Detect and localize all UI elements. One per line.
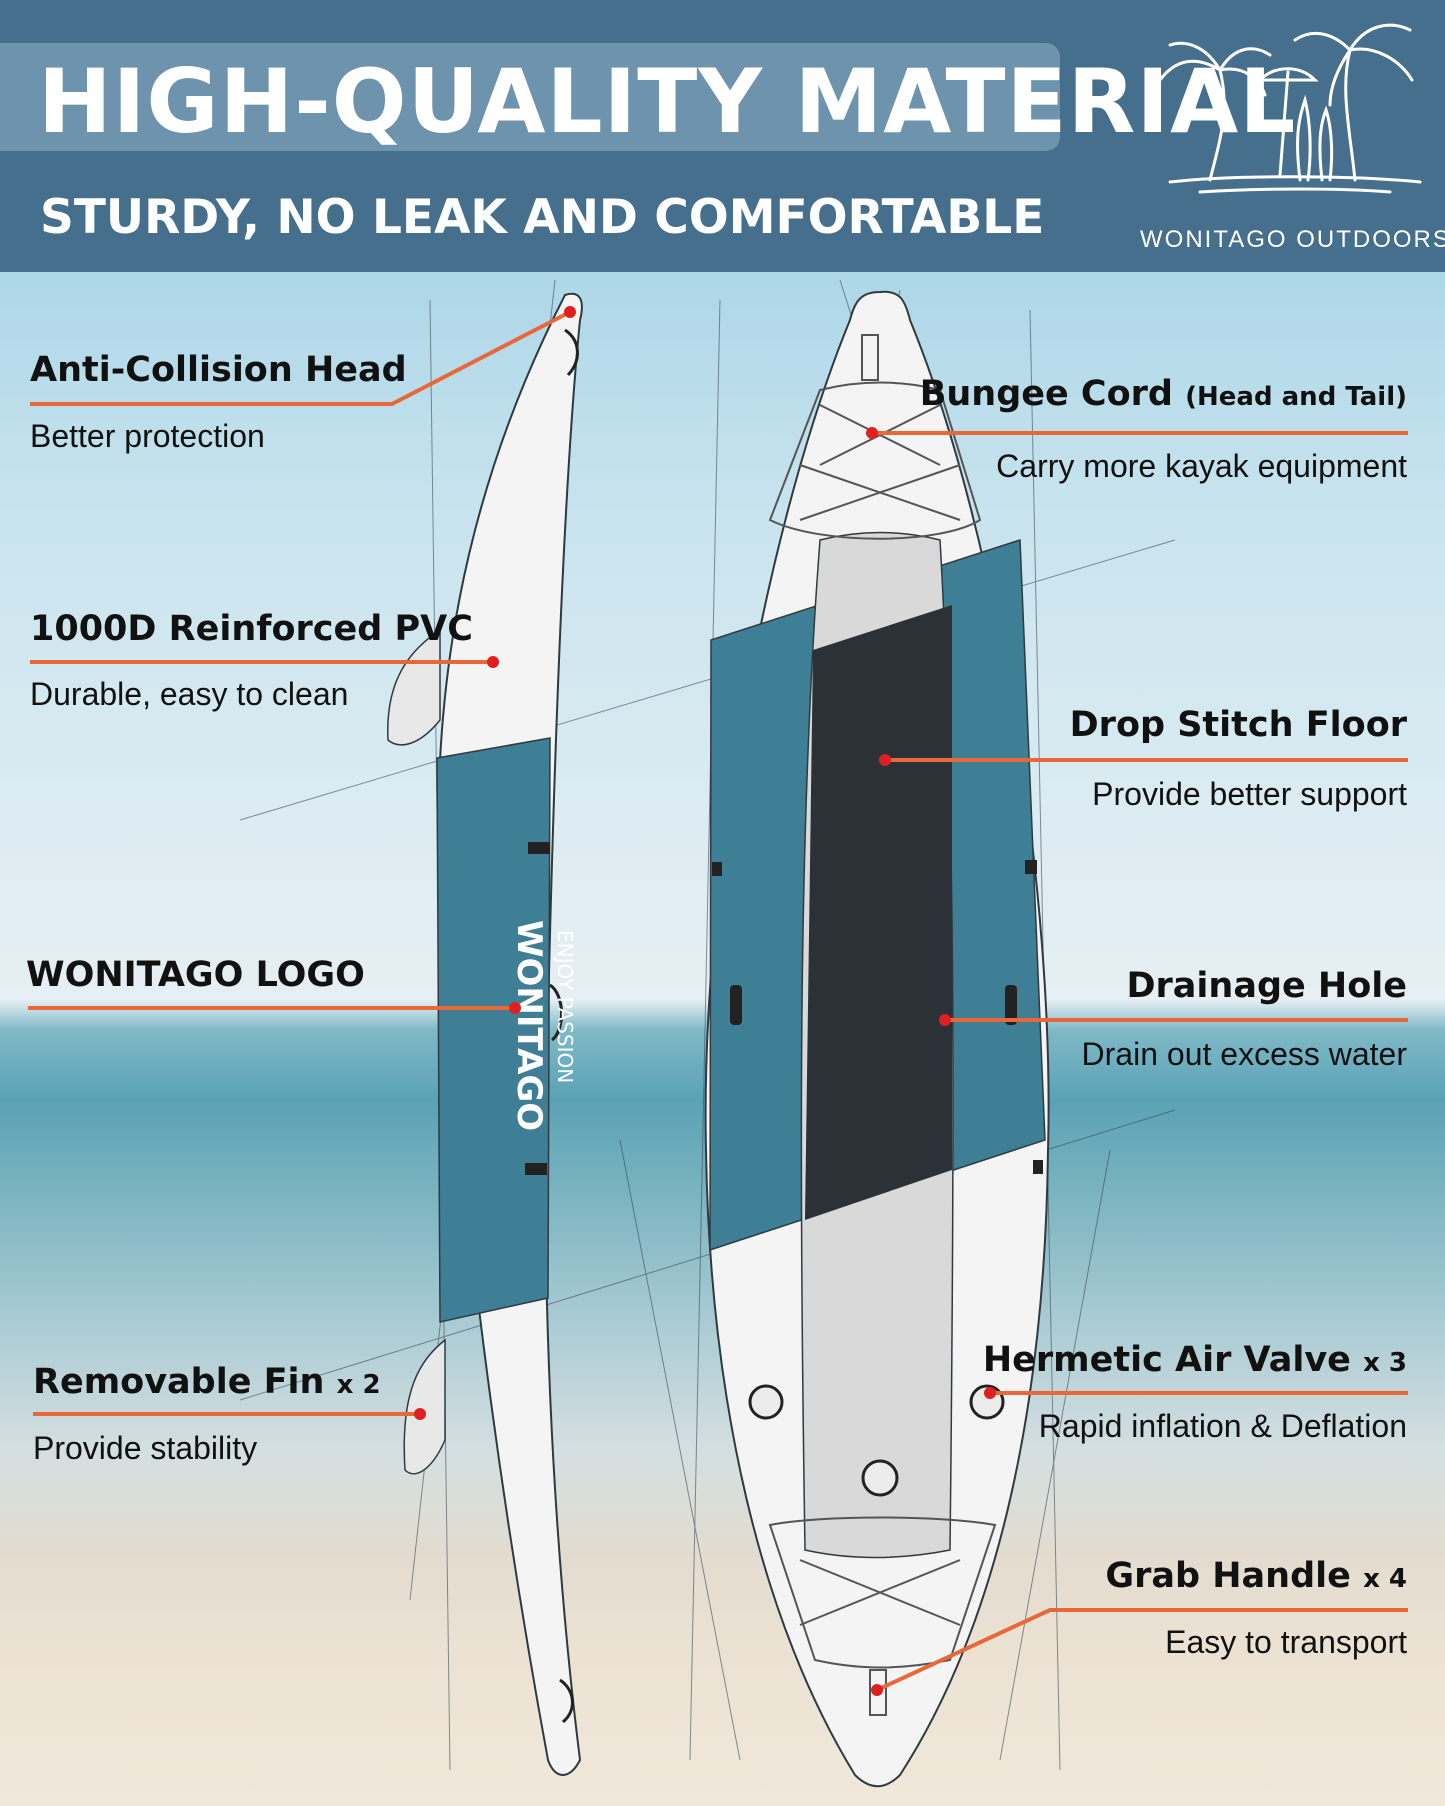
kayak-side-view	[387, 292, 583, 1776]
feature-valve-title: Hermetic Air Valve x 3	[982, 1340, 1407, 1380]
feature-fin-desc: Provide stability	[33, 1430, 258, 1466]
feature-fin-title: Removable Fin x 2	[33, 1362, 381, 1402]
callout-dot	[866, 427, 878, 439]
kayak-side-tagline: ENJOY PASSION	[553, 930, 577, 1083]
brand-name: WONITAGO OUTDOORS	[1140, 226, 1445, 253]
callout-dot	[487, 656, 499, 668]
feature-handle-title: Grab Handle x 4	[1105, 1556, 1407, 1596]
feature-floor-title: Drop Stitch Floor	[1069, 705, 1407, 745]
callout-dot	[871, 1684, 883, 1696]
feature-anti-collision-title: Anti-Collision Head	[30, 350, 407, 390]
callout-dot	[564, 306, 576, 318]
feature-handle-desc: Easy to transport	[1165, 1624, 1407, 1660]
callout-line-anti-collision	[30, 310, 571, 406]
feature-bungee-desc: Carry more kayak equipment	[996, 448, 1407, 484]
callout-dot	[879, 754, 891, 766]
feature-valve-desc: Rapid inflation & Deflation	[1038, 1408, 1407, 1444]
feature-bungee-title: Bungee Cord (Head and Tail)	[919, 374, 1407, 414]
feature-drain-desc: Drain out excess water	[1081, 1036, 1407, 1072]
feature-logo-title: WONITAGO LOGO	[26, 955, 365, 995]
kayak-side-logo: WONITAGO	[509, 920, 549, 1131]
feature-drain-title: Drainage Hole	[1126, 966, 1407, 1006]
sketch-line	[689, 299, 721, 1761]
callout-dot	[414, 1408, 426, 1420]
sketch-line	[999, 1149, 1111, 1761]
callout-dot	[939, 1014, 951, 1026]
feature-valve-qty: x 3	[1363, 1348, 1407, 1378]
feature-pvc-title: 1000D Reinforced PVC	[30, 609, 473, 649]
feature-anti-collision-desc: Better protection	[30, 418, 265, 454]
callout-dot	[509, 1002, 521, 1014]
page-subtitle: STURDY, NO LEAK AND COMFORTABLE	[40, 190, 1045, 245]
title-band	[0, 43, 1060, 151]
callout-line-handle	[876, 1608, 1408, 1692]
page-title: HIGH-QUALITY MATERIAL	[38, 50, 1297, 153]
sketch-line	[239, 539, 1176, 821]
palm-trees-logo-icon	[1158, 23, 1422, 194]
sketch-line	[619, 1139, 741, 1761]
feature-bungee-note: (Head and Tail)	[1185, 382, 1407, 412]
feature-handle-qty: x 4	[1363, 1564, 1407, 1594]
feature-floor-desc: Provide better support	[1092, 776, 1407, 812]
callout-dot	[984, 1387, 996, 1399]
feature-fin-qty: x 2	[336, 1370, 381, 1400]
feature-pvc-desc: Durable, easy to clean	[30, 676, 349, 712]
kayak-top-view	[704, 290, 1050, 1788]
